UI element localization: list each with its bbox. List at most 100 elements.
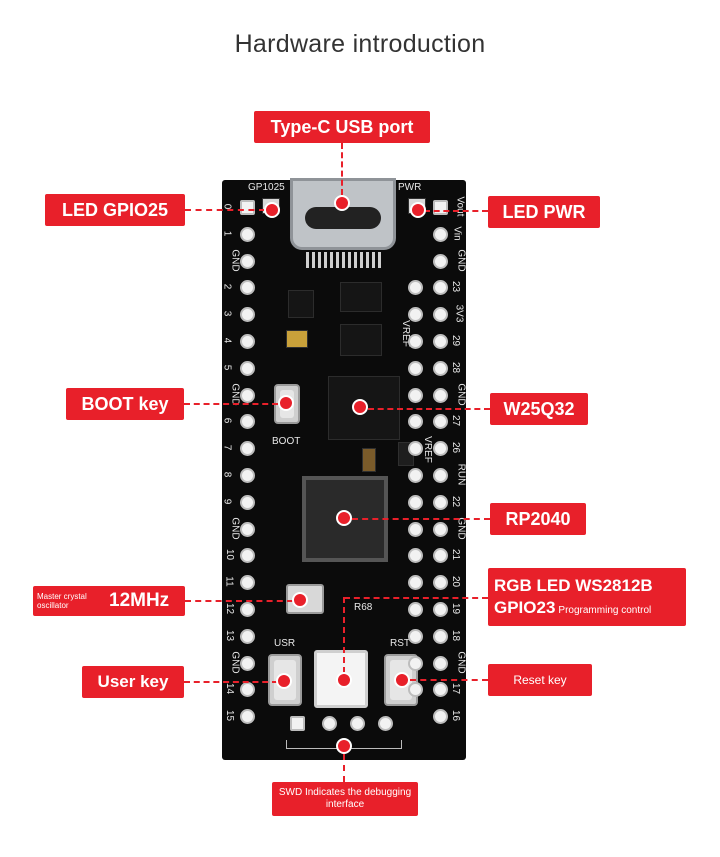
right-pin-label: 27: [450, 415, 462, 427]
swd-pad: [350, 716, 365, 731]
label-crystal-freq: 12MHz: [109, 590, 170, 611]
left-header-pin: [240, 360, 255, 376]
marker-reset-key: [394, 672, 410, 688]
left-header-pin: [240, 307, 255, 323]
right-pin-label: 18: [450, 629, 462, 641]
left-pin-label: 15: [224, 710, 236, 722]
right-inner-pin: [408, 682, 423, 698]
sot-chip: [340, 324, 382, 356]
marker-usb: [334, 195, 350, 211]
left-header-pin: [240, 414, 255, 430]
marker-rgb-led: [336, 672, 352, 688]
right-pin-label: 16: [450, 710, 462, 722]
left-header-pin: [240, 387, 255, 403]
left-pin-label: GND: [229, 382, 241, 406]
left-pin-label: 12: [224, 602, 236, 615]
marker-crystal: [292, 592, 308, 608]
left-pin-label: GND: [229, 248, 241, 272]
right-header-pin: [433, 307, 448, 323]
right-header-pin: [433, 226, 448, 242]
left-header-pin: [240, 548, 255, 564]
right-inner-pin: [408, 414, 423, 430]
marker-led-gpio25: [264, 202, 280, 218]
left-header-pin: [240, 602, 255, 617]
left-header-pin: [240, 441, 255, 457]
label-user-key: User key: [82, 666, 184, 698]
right-inner-pin: [408, 548, 423, 564]
silk-pwr: PWR: [398, 182, 422, 193]
right-header-pin: [433, 387, 448, 403]
swd-pad: [290, 716, 305, 731]
right-inner-pin: [408, 575, 423, 591]
leader-usb: [341, 143, 343, 195]
right-pin-label: 19: [450, 602, 462, 615]
right-inner-pin: [408, 280, 423, 296]
left-pin-label: 11: [223, 576, 235, 587]
label-crystal: Master crystal oscillator 12MHz: [33, 586, 185, 616]
left-pin-label: 7: [221, 444, 233, 451]
left-header-pin: [240, 521, 255, 537]
left-pin-label: 9: [221, 498, 233, 505]
leader-led-gpio25: [185, 209, 265, 211]
right-inner-pin: [408, 441, 423, 457]
right-header-pin: [433, 655, 448, 671]
right-inner-pin: [408, 521, 423, 537]
left-pin-label: 8: [221, 471, 233, 478]
regulator-chip: [288, 290, 314, 318]
label-rgb-line1: RGB LED WS2812B: [494, 576, 653, 595]
right-inner-pin: [408, 307, 423, 323]
right-pin-label: RUN: [455, 463, 467, 486]
right-inner-pin: [408, 387, 423, 403]
leader-swd: [343, 754, 345, 782]
left-header-pin: [240, 280, 255, 296]
left-header-pin: [240, 682, 255, 698]
marker-boot-key: [278, 395, 294, 411]
right-header-pin: [433, 334, 448, 349]
leader-rgb-v: [343, 597, 345, 673]
right-pin-label: 22: [450, 495, 462, 507]
right-pin-label: Vin: [451, 226, 463, 241]
page-title: Hardware introduction: [234, 30, 486, 58]
silk-boot: BOOT: [272, 436, 301, 447]
silk-usr: USR: [274, 638, 296, 649]
label-crystal-desc: Master crystal oscillator: [37, 592, 87, 610]
right-header-pin: [433, 628, 448, 644]
left-header-pin: [240, 494, 255, 510]
right-pin-label: 21: [450, 549, 462, 561]
marker-user-key: [276, 673, 292, 689]
left-pin-label: 3: [221, 310, 233, 317]
smd-component: [286, 330, 308, 348]
swd-pad: [322, 716, 337, 731]
right-pin-label: 3V3: [453, 304, 465, 323]
right-pin-label: Vout: [454, 196, 466, 217]
label-rgb-line2-main: GPIO23: [494, 598, 556, 617]
leader-rgb-h: [344, 597, 488, 599]
right-header-pin: [433, 414, 448, 430]
label-rgb-line2-sub: Programming control: [558, 605, 652, 616]
left-pin-label: 13: [224, 629, 236, 641]
label-rgb-led: RGB LED WS2812B GPIO23 Programming contr…: [488, 568, 686, 626]
right-header-pin: [433, 200, 448, 215]
left-pin-label: 10: [224, 549, 236, 561]
right-header-pin: [433, 360, 448, 376]
right-pin-label: 20: [450, 576, 462, 588]
right-pin-label: GND: [455, 248, 467, 272]
right-header-pin: [433, 494, 448, 510]
right-pin-label: 17: [450, 683, 462, 695]
right-header-pin: [433, 253, 448, 269]
left-pin-label: 6: [221, 418, 233, 424]
right-header-pin: [433, 575, 448, 591]
left-header-pin: [240, 628, 255, 644]
left-header-pin: [240, 468, 255, 483]
leader-led-pwr: [424, 210, 488, 212]
left-header-pin: [240, 200, 255, 215]
right-pin-label: 26: [450, 442, 462, 454]
right-pin-label: GND: [455, 382, 467, 406]
mosfet-chip: [340, 282, 382, 312]
marker-swd: [336, 738, 352, 754]
leader-user-key: [184, 681, 278, 683]
right-inner-pin: [408, 628, 423, 644]
right-inner-pin: [408, 494, 423, 510]
right-pin-label: GND: [455, 516, 467, 540]
label-rp2040: RP2040: [490, 503, 586, 535]
